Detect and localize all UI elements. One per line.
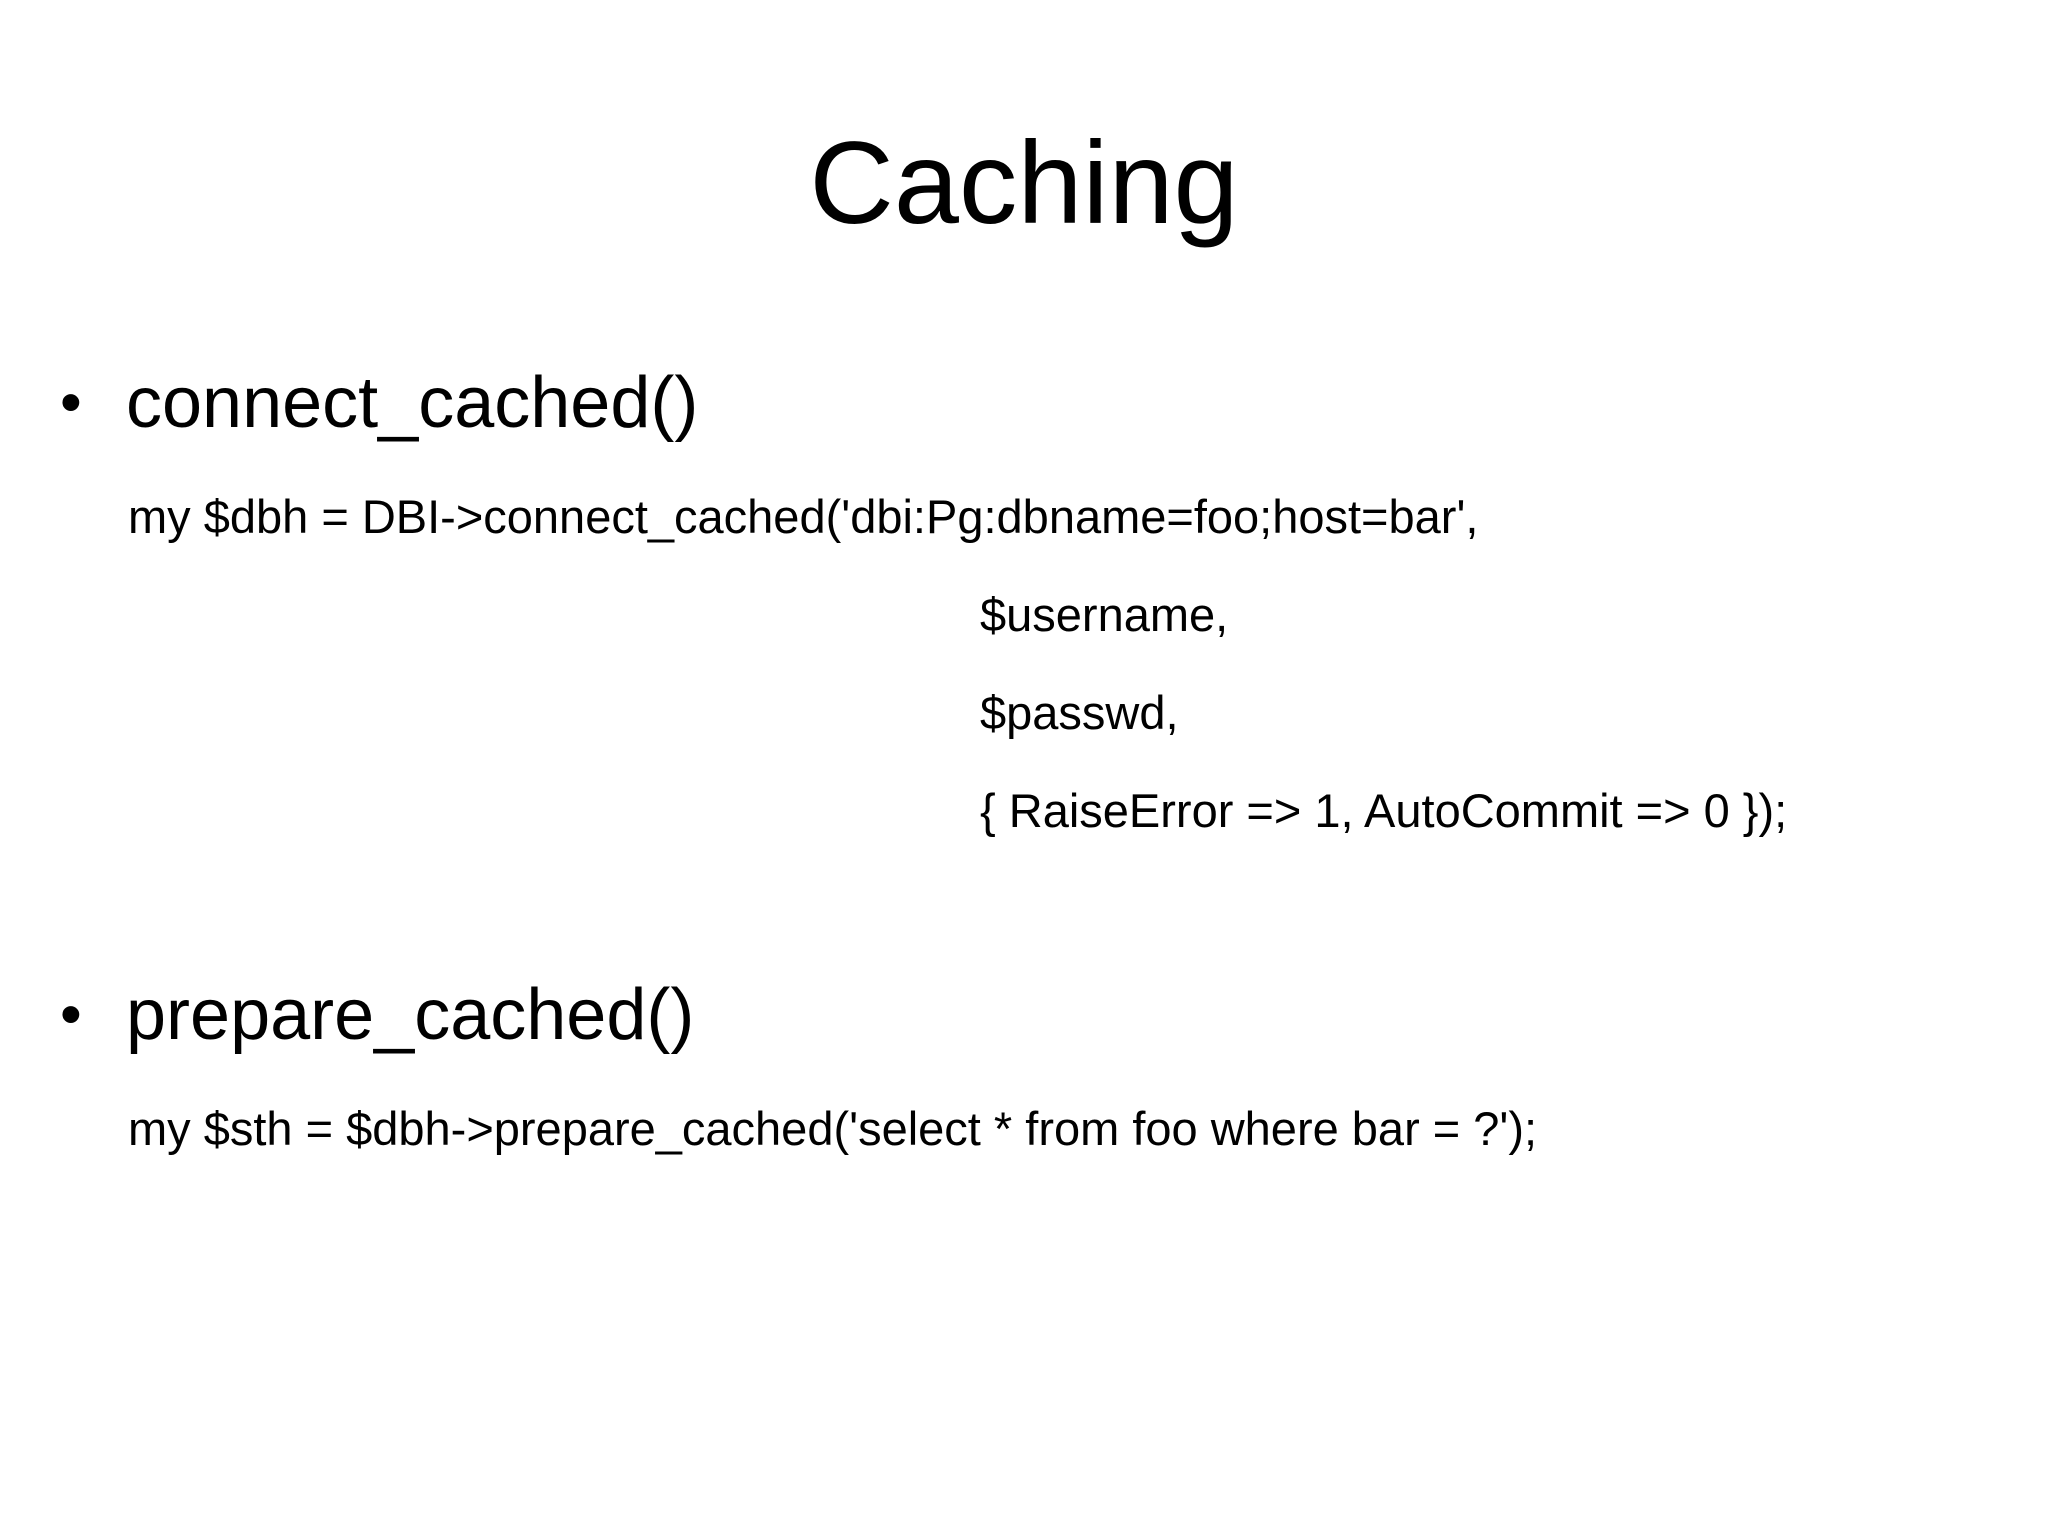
code-line: my $dbh = DBI->connect_cached('dbi:Pg:db… [128, 490, 1479, 543]
page-title: Caching [809, 117, 1239, 248]
bullet-label: connect_cached() [126, 363, 699, 443]
code-line: $passwd, [980, 686, 1179, 739]
spacer [0, 860, 2048, 972]
spacer [0, 1058, 2048, 1080]
code-line: { RaiseError => 1, AutoCommit => 0 }); [980, 784, 1788, 837]
bullet-item-connect-cached: • connect_cached() [0, 360, 2048, 446]
spacer [0, 446, 2048, 468]
code-line: $username, [980, 588, 1229, 641]
bullet-point-icon: • [60, 368, 82, 437]
bullet-label: prepare_cached() [126, 975, 695, 1055]
bullet-item-prepare-cached: • prepare_cached() [0, 972, 2048, 1058]
bullet-point-icon: • [60, 980, 82, 1049]
code-line: my $sth = $dbh->prepare_cached('select *… [128, 1102, 1538, 1155]
slide-body: • connect_cached() my $dbh = DBI->connec… [0, 360, 2048, 1178]
